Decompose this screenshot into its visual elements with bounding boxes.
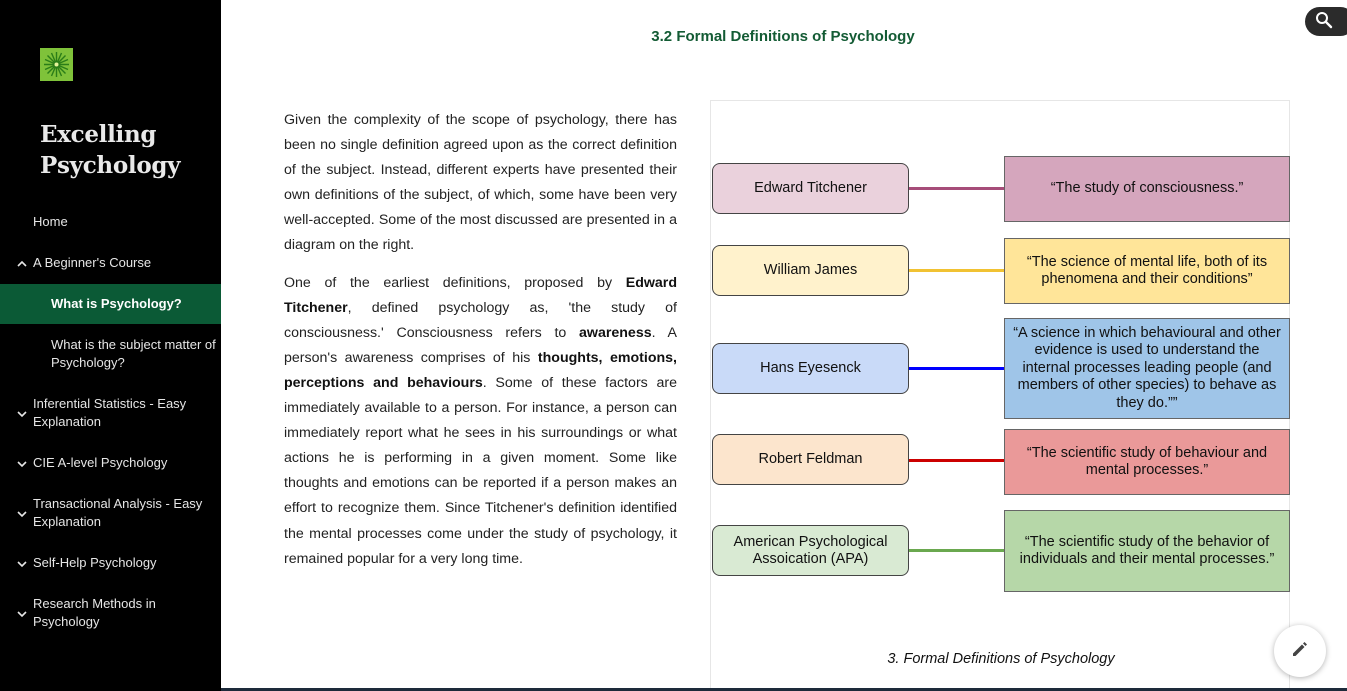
flower-logo-icon[interactable] xyxy=(40,48,73,81)
diagram-definition-box: “The scientific study of behaviour and m… xyxy=(1004,429,1290,495)
diagram-definition-box: “A science in which behavioural and othe… xyxy=(1004,318,1290,419)
chevron-up-icon[interactable] xyxy=(16,257,28,269)
text-run: . A person's awareness comprises of his xyxy=(284,324,677,366)
sidebar-item-label: Home xyxy=(33,214,68,229)
edit-button[interactable] xyxy=(1274,625,1326,677)
sidebar-item-label: Research Methods in Psychology xyxy=(33,596,156,629)
search-button[interactable] xyxy=(1305,7,1347,36)
article-paragraph: One of the earliest definitions, propose… xyxy=(284,271,677,572)
definitions-diagram[interactable]: Edward Titchener “The study of conscious… xyxy=(710,100,1290,691)
sidebar-item-label: What is the subject matter of Psychology… xyxy=(51,337,216,370)
sidebar-item-label: Self-Help Psychology xyxy=(33,555,157,570)
chevron-down-icon[interactable] xyxy=(16,457,28,469)
diagram-name-box: Hans Eyesenck xyxy=(712,343,909,394)
diagram-connector-line xyxy=(909,549,1004,552)
sidebar-item-beginners-course[interactable]: A Beginner's Course xyxy=(0,254,221,274)
chevron-down-icon[interactable] xyxy=(16,507,28,519)
sidebar: Excelling Psychology Home A Beginner's C… xyxy=(0,0,221,691)
diagram-connector-line xyxy=(909,459,1004,462)
diagram-name-box: Edward Titchener xyxy=(712,163,909,214)
sidebar-item-label: CIE A-level Psychology xyxy=(33,455,168,470)
text-run: . Some of these factors are immediately … xyxy=(284,374,677,567)
chevron-down-icon[interactable] xyxy=(16,407,28,419)
sidebar-item-inferential-statistics[interactable]: Inferential Statistics - Easy Explanatio… xyxy=(0,395,221,433)
article-body: Given the complexity of the scope of psy… xyxy=(284,108,677,584)
sidebar-item-label: What is Psychology? xyxy=(51,296,182,311)
search-icon xyxy=(1315,11,1333,33)
diagram-name-box: American Psychological Assoication (APA) xyxy=(712,525,909,576)
diagram-definition-box: “The scientific study of the behavior of… xyxy=(1004,510,1290,592)
diagram-caption: 3. Formal Definitions of Psychology xyxy=(887,651,1115,667)
text-run: One of the earliest definitions, propose… xyxy=(284,274,626,291)
pencil-icon xyxy=(1290,639,1310,663)
diagram-definition-box: “The study of consciousness.” xyxy=(1004,156,1290,222)
sidebar-item-self-help[interactable]: Self-Help Psychology xyxy=(0,554,221,574)
page-title: 3.2 Formal Definitions of Psychology xyxy=(651,28,915,45)
diagram-connector-line xyxy=(909,269,1004,272)
diagram-name-box: William James xyxy=(712,245,909,296)
diagram-name-box: Robert Feldman xyxy=(712,434,909,485)
article-paragraph: Given the complexity of the scope of psy… xyxy=(284,112,677,254)
sidebar-item-label: Transactional Analysis - Easy Explanatio… xyxy=(33,496,203,529)
diagram-connector-line xyxy=(909,187,1004,190)
site-title[interactable]: Excelling Psychology xyxy=(40,121,181,179)
diagram-connector-line xyxy=(909,367,1004,370)
bottom-bar xyxy=(221,688,1347,691)
chevron-down-icon[interactable] xyxy=(16,607,28,619)
diagram-definition-box: “The science of mental life, both of its… xyxy=(1004,238,1290,304)
sidebar-item-label: A Beginner's Course xyxy=(33,255,152,270)
sidebar-item-subject-matter[interactable]: What is the subject matter of Psychology… xyxy=(0,336,221,374)
bold-text-run: thoughts, emotions, perceptions and beha… xyxy=(284,349,677,391)
bold-text-run: awareness xyxy=(579,324,652,341)
sidebar-item-home[interactable]: Home xyxy=(0,213,221,233)
sidebar-item-label: Inferential Statistics - Easy Explanatio… xyxy=(33,396,187,429)
chevron-down-icon[interactable] xyxy=(16,557,28,569)
text-run: , defined psychology as, 'the study of c… xyxy=(284,299,677,341)
sidebar-item-what-is-psychology[interactable]: What is Psychology? xyxy=(0,284,221,324)
bold-text-run: Edward Titchener xyxy=(284,274,677,316)
sidebar-item-cie-a-level[interactable]: CIE A-level Psychology xyxy=(0,454,221,474)
sidebar-item-research-methods[interactable]: Research Methods in Psychology xyxy=(0,595,221,633)
sidebar-item-transactional-analysis[interactable]: Transactional Analysis - Easy Explanatio… xyxy=(0,495,221,533)
